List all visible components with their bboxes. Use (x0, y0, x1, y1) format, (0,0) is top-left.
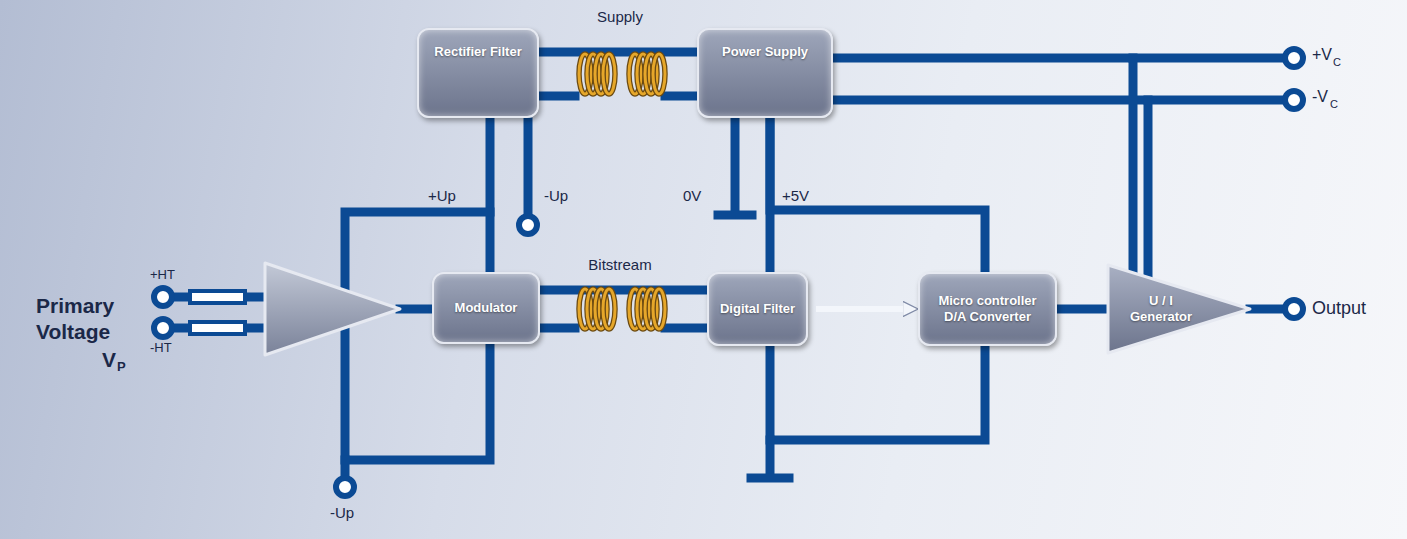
supply-wire (341, 460, 350, 476)
signal-name: -Up (330, 505, 354, 522)
ground-symbol (751, 474, 789, 483)
symbol-subscript: P (117, 360, 126, 374)
filter-box: Rectifier Filter (417, 28, 539, 118)
signal-name: +5V (782, 188, 809, 205)
wire (833, 58, 1133, 275)
coil-winding (653, 289, 665, 329)
coil-winding (603, 54, 615, 94)
box-label: Modulator (455, 300, 518, 316)
input-title: Voltage (36, 320, 110, 343)
transformer-wire (665, 324, 705, 333)
output-wire (1250, 305, 1284, 314)
coil-winding (603, 289, 615, 329)
terminal (1285, 49, 1303, 67)
coil-winding (603, 54, 615, 94)
coil-winding (653, 54, 665, 94)
resistor-symbol (190, 322, 245, 334)
pin-name: -HT (150, 341, 172, 355)
triangle-outline (1108, 265, 1250, 353)
amplifier-symbol (265, 263, 400, 355)
signal-name: +V (1312, 46, 1332, 64)
terminal (519, 216, 537, 234)
filter-box: Digital Filter (707, 272, 808, 346)
signal-wire (400, 305, 432, 314)
wire (539, 48, 697, 57)
box-label: U / I Generator (1122, 293, 1200, 324)
ground-wire (766, 440, 775, 476)
supply-wire (524, 122, 533, 214)
edge-label: Supply (597, 8, 643, 25)
transformer-wire (665, 92, 695, 101)
terminal (154, 288, 172, 306)
ground-symbol (718, 211, 752, 220)
signal-subscript: C (1333, 56, 1341, 68)
wire (770, 118, 985, 272)
signal-name: +Up (428, 188, 456, 205)
coil-winding (603, 289, 615, 329)
input-title: Primary (36, 294, 114, 317)
supply-wire (1133, 54, 1284, 63)
modulator-box: Modulator (432, 272, 540, 344)
transformer-wire (542, 324, 575, 333)
signal-subscript: C (1330, 98, 1338, 110)
data-arrow (816, 306, 915, 312)
terminal (336, 478, 354, 496)
transformer-wire (541, 92, 575, 101)
resistor-symbol (190, 291, 245, 303)
pin-name: +HT (150, 268, 175, 282)
terminal (1285, 91, 1303, 109)
signal-name: -Up (544, 188, 568, 205)
terminal (1285, 300, 1303, 318)
wire (540, 286, 707, 295)
supply-wire (345, 330, 490, 460)
box-label: Power Supply (722, 44, 808, 60)
wire (1057, 305, 1108, 314)
terminal-name: Output (1312, 299, 1366, 319)
signal-name: 0V (683, 188, 701, 205)
converter-box: Micro controller D/A Converter (918, 272, 1057, 346)
wire (833, 100, 1148, 279)
ground-wire (731, 122, 740, 213)
generator-triangle: U / I Generator (1108, 265, 1250, 353)
box-label: Rectifier Filter (434, 44, 521, 60)
box-label: Micro controller D/A Converter (926, 293, 1049, 324)
edge-label: Bitstream (588, 256, 651, 273)
box-label: Digital Filter (720, 301, 795, 317)
wire (770, 346, 985, 440)
signal-name: -V (1312, 88, 1328, 106)
supply-wire (1148, 96, 1284, 105)
terminal (154, 319, 172, 337)
power-supply-box: Power Supply (697, 28, 833, 118)
coil-winding (653, 54, 665, 94)
coil-winding (653, 289, 665, 329)
symbol-name: V (102, 348, 116, 371)
wire (486, 118, 495, 272)
